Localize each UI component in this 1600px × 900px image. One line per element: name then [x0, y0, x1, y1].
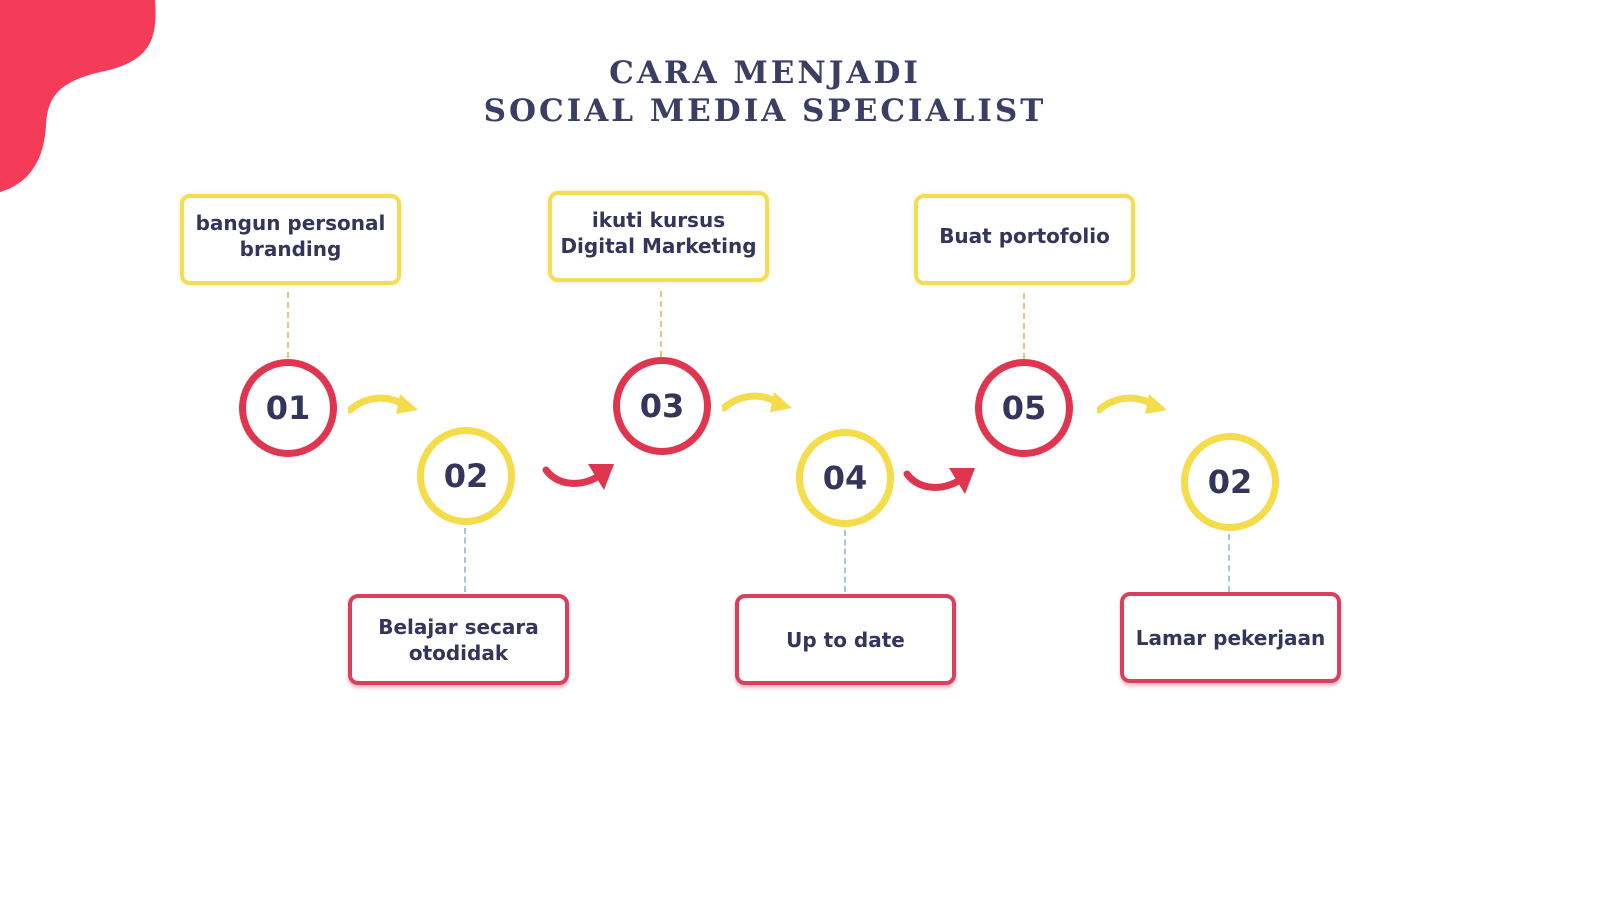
- step-01-label-box: bangun personal branding: [180, 194, 401, 285]
- step-01-label-line-2: branding: [239, 236, 342, 261]
- step-06-label-box: Lamar pekerjaan: [1120, 592, 1341, 683]
- connector-step-01: [287, 292, 289, 358]
- step-01-label-line-1: bangun personal: [195, 210, 386, 235]
- step-05-label-box: Buat portofolio: [914, 194, 1135, 285]
- step-03-label-line-2: Digital Marketing: [560, 233, 757, 258]
- curved-arrow-red-icon: [903, 468, 975, 494]
- curved-arrow-yellow-icon: [722, 392, 792, 412]
- connector-step-04: [844, 530, 846, 592]
- step-04-label: Up to date: [786, 627, 905, 652]
- title-line-1: CARA MENJADI: [609, 55, 921, 91]
- step-01-circle: 01: [239, 359, 337, 457]
- step-04-label-box: Up to date: [735, 594, 956, 685]
- step-06-number: 02: [1207, 463, 1253, 501]
- step-03-number: 03: [639, 387, 685, 425]
- step-03-circle: 03: [613, 357, 711, 455]
- curved-arrow-red-icon: [542, 464, 614, 490]
- connector-step-02: [464, 528, 466, 592]
- page-title: CARA MENJADI SOCIAL MEDIA SPECIALIST: [0, 54, 1530, 130]
- title-line-2: SOCIAL MEDIA SPECIALIST: [483, 93, 1047, 129]
- step-02-label-line-2: otodidak: [408, 640, 509, 665]
- step-03-label-line-1: ikuti kursus: [591, 207, 726, 232]
- connector-step-03: [660, 291, 662, 357]
- decorative-blob-shape: [0, 0, 156, 192]
- step-02-label-line-1: Belajar secara: [378, 614, 539, 639]
- step-05-number: 05: [1001, 389, 1047, 427]
- step-02-number: 02: [443, 457, 489, 495]
- step-05-circle: 05: [975, 359, 1073, 457]
- connector-step-05: [1023, 293, 1025, 359]
- step-06-circle: 02: [1181, 433, 1279, 531]
- step-01-number: 01: [265, 389, 311, 427]
- step-03-label-box: ikuti kursus Digital Marketing: [548, 191, 769, 282]
- curved-arrow-yellow-icon: [1097, 394, 1167, 414]
- step-04-circle: 04: [796, 429, 894, 527]
- step-05-label: Buat portofolio: [939, 223, 1110, 248]
- connector-step-06: [1228, 534, 1230, 592]
- step-02-circle: 02: [417, 427, 515, 525]
- step-04-number: 04: [822, 459, 868, 497]
- step-06-label: Lamar pekerjaan: [1135, 625, 1326, 650]
- step-02-label-box: Belajar secara otodidak: [348, 594, 569, 685]
- curved-arrow-yellow-icon: [348, 394, 418, 414]
